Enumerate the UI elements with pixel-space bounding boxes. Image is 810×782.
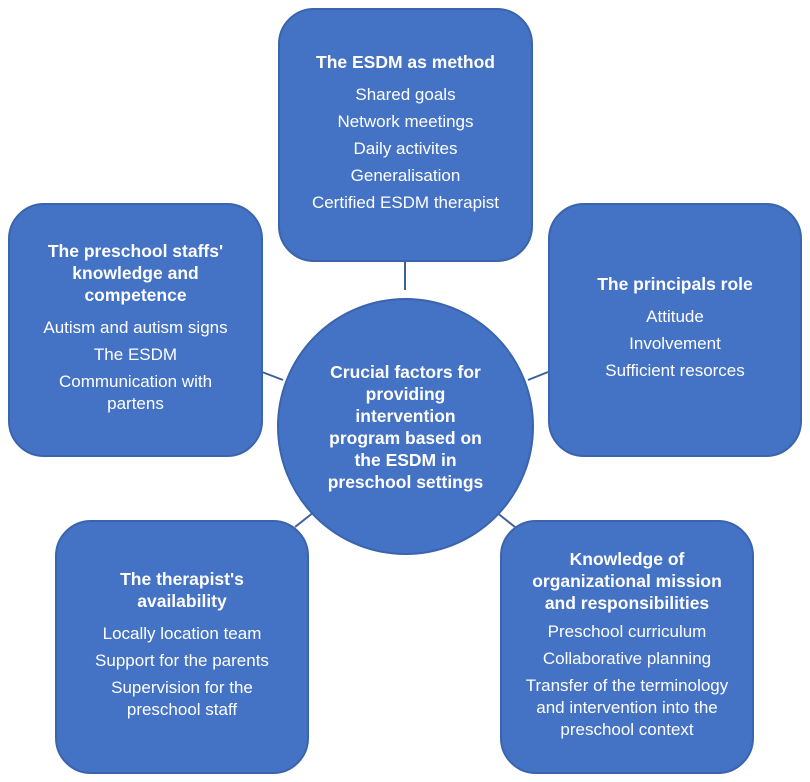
box-esdm-method: The ESDM as method Shared goals Network … [278,8,533,262]
list-item: Support for the parents [95,651,269,670]
center-label: Crucial factors for providing interventi… [327,361,484,492]
box-items: Attitude Involvement Sufficient resorces [605,301,745,387]
box-title: Knowledge of organizational mission and … [532,549,722,613]
list-item: Collaborative planning [542,649,712,668]
box-staff-knowledge: The preschool staffs' knowledge and comp… [8,203,263,457]
box-title: The principals role [597,274,753,294]
list-item: Communication with partens [58,372,213,413]
list-item: Network meetings [337,112,474,131]
list-item: Generalisation [350,166,461,185]
box-items: Locally location team Support for the pa… [71,618,293,726]
list-item: Supervision for the preschool staff [111,678,253,719]
connector-left [261,371,284,381]
box-therapist-availability: The therapist's availability Locally loc… [55,520,309,774]
box-organizational-knowledge: Knowledge of organizational mission and … [500,520,754,774]
list-item: Preschool curriculum [547,622,707,641]
list-item: Autism and autism signs [43,318,228,337]
list-item: Involvement [629,334,721,353]
list-item: Locally location team [102,624,262,643]
list-item: Attitude [646,307,704,326]
list-item: Shared goals [355,85,456,104]
box-title: The preschool staffs' knowledge and comp… [47,241,224,305]
box-title: The ESDM as method [316,52,495,72]
list-item: Sufficient resorces [605,361,745,380]
center-circle: Crucial factors for providing interventi… [277,298,534,555]
list-item: Certified ESDM therapist [311,193,500,212]
connector-right [527,371,549,381]
list-item: The ESDM [93,345,178,364]
box-items: Preschool curriculum Collaborative plann… [514,616,740,746]
box-items: Shared goals Network meetings Daily acti… [312,79,499,219]
list-item: Transfer of the terminology and interven… [525,676,729,739]
connector-bottom-left [294,511,315,528]
box-items: Autism and autism signs The ESDM Communi… [22,312,249,420]
connector-bottom-right [495,511,516,528]
box-principals-role: The principals role Attitude Involvement… [548,203,802,457]
box-title: The therapist's availability [120,569,244,611]
list-item: Daily activites [353,139,458,158]
